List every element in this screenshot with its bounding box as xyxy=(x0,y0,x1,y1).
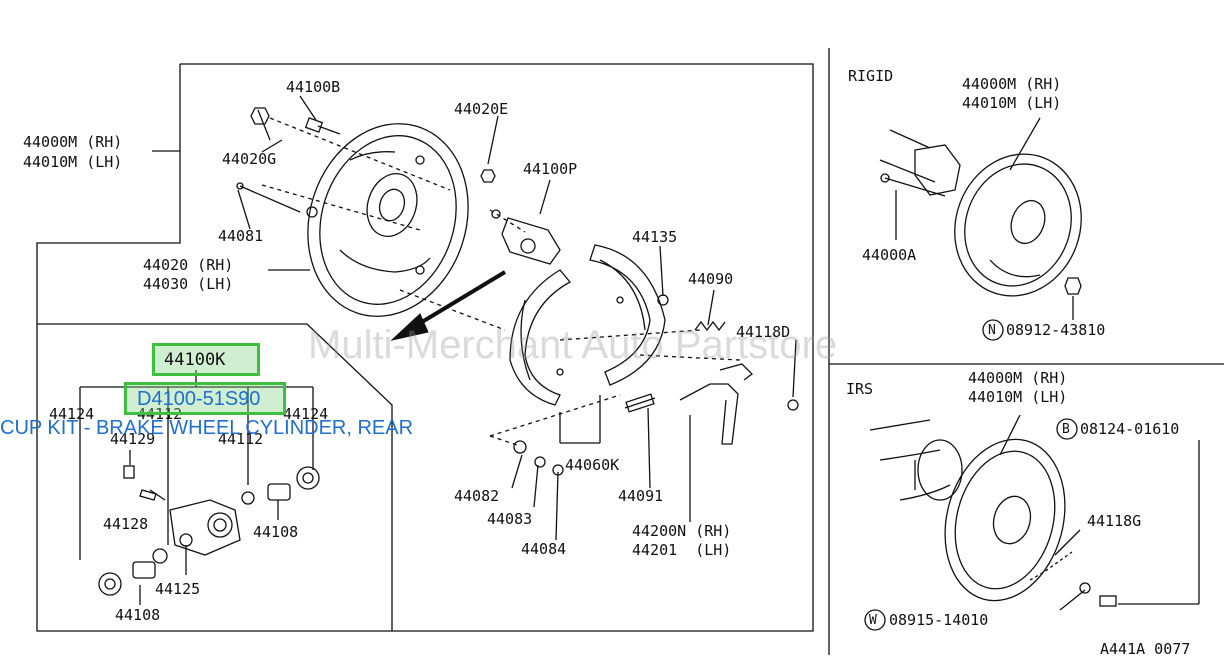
label-44020E[interactable]: 44020E xyxy=(454,100,509,118)
footer-code: A441A 0077 xyxy=(1100,640,1191,658)
label-44100P[interactable]: 44100P xyxy=(523,160,578,178)
inset-wheel-cylinder xyxy=(169,499,241,556)
label-44129[interactable]: 44129 xyxy=(110,430,156,448)
label-44108-right[interactable]: 44108 xyxy=(253,523,299,541)
rigid-label-44000M[interactable]: 44000M (RH) xyxy=(962,75,1062,93)
bolt-symbol xyxy=(1056,418,1078,440)
inset-frame xyxy=(37,323,393,631)
label-44118D[interactable]: 44118D xyxy=(736,323,791,341)
label-44100B[interactable]: 44100B xyxy=(286,78,341,96)
hotspot-44100K-label: 44100K xyxy=(164,350,226,370)
watermark: Multi-Merchant Auto Partstore xyxy=(308,323,838,367)
label-44108-bottom[interactable]: 44108 xyxy=(115,606,161,624)
backing-plate xyxy=(307,123,469,317)
label-44112-mid[interactable]: 44112 xyxy=(218,430,264,448)
label-44083[interactable]: 44083 xyxy=(487,510,533,528)
label-44124-right[interactable]: 44124 xyxy=(283,405,329,423)
direction-arrow xyxy=(390,270,507,341)
tooltip-cup-kit: CUP KIT - BRAKE WHEEL CYLINDER, REAR xyxy=(0,417,414,439)
irs-label-44000M[interactable]: 44000M (RH) xyxy=(968,369,1068,387)
label-44125[interactable]: 44125 xyxy=(155,580,201,598)
label-44124-left[interactable]: 44124 xyxy=(49,405,95,423)
label-44030[interactable]: 44030 (LH) xyxy=(143,275,234,293)
rigid-label-nut[interactable]: 08912-43810 xyxy=(1006,321,1106,339)
label-44020G[interactable]: 44020G xyxy=(222,150,277,168)
rigid-title: RIGID xyxy=(848,67,894,85)
label-44091[interactable]: 44091 xyxy=(618,487,664,505)
label-44020[interactable]: 44020 (RH) xyxy=(143,256,234,274)
irs-label-44118G[interactable]: 44118G xyxy=(1087,512,1142,530)
label-44135[interactable]: 44135 xyxy=(632,228,678,246)
irs-label-bolt[interactable]: 08124-01610 xyxy=(1080,420,1180,438)
label-44084[interactable]: 44084 xyxy=(521,540,567,558)
washer-symbol xyxy=(864,609,886,631)
label-44081[interactable]: 44081 xyxy=(218,227,264,245)
hotspot-D410051S90-label: D4100-51S90 xyxy=(137,388,261,410)
label-44060K[interactable]: 44060K xyxy=(565,456,620,474)
label-44082[interactable]: 44082 xyxy=(454,487,500,505)
irs-label-44010M[interactable]: 44010M (LH) xyxy=(968,388,1068,406)
wheel-cylinder xyxy=(501,217,561,265)
label-44010M[interactable]: 44010M (LH) xyxy=(23,153,123,171)
rigid-label-44000A[interactable]: 44000A xyxy=(862,246,917,264)
label-44201[interactable]: 44201 (LH) xyxy=(632,541,732,559)
hotspot-44100K[interactable]: 44100K xyxy=(152,343,260,376)
nut-symbol xyxy=(982,319,1004,341)
label-44128[interactable]: 44128 xyxy=(103,515,149,533)
brake-shoe-right xyxy=(589,244,666,386)
irs-title: IRS xyxy=(846,380,874,398)
irs-bolt-prefix: B xyxy=(1062,422,1070,437)
main-frame xyxy=(36,63,814,632)
rigid-nut-prefix: N xyxy=(988,323,996,338)
label-44090[interactable]: 44090 xyxy=(688,270,734,288)
irs-label-washer[interactable]: 08915-14010 xyxy=(889,611,989,629)
label-44200N[interactable]: 44200N (RH) xyxy=(632,522,732,540)
hotspot-D410051S90[interactable]: D4100-51S90 xyxy=(124,382,286,415)
rigid-label-44010M[interactable]: 44010M (LH) xyxy=(962,94,1062,112)
irs-washer-prefix: W xyxy=(869,613,877,628)
label-44000M[interactable]: 44000M (RH) xyxy=(23,133,123,151)
brake-shoe-left xyxy=(509,269,572,406)
